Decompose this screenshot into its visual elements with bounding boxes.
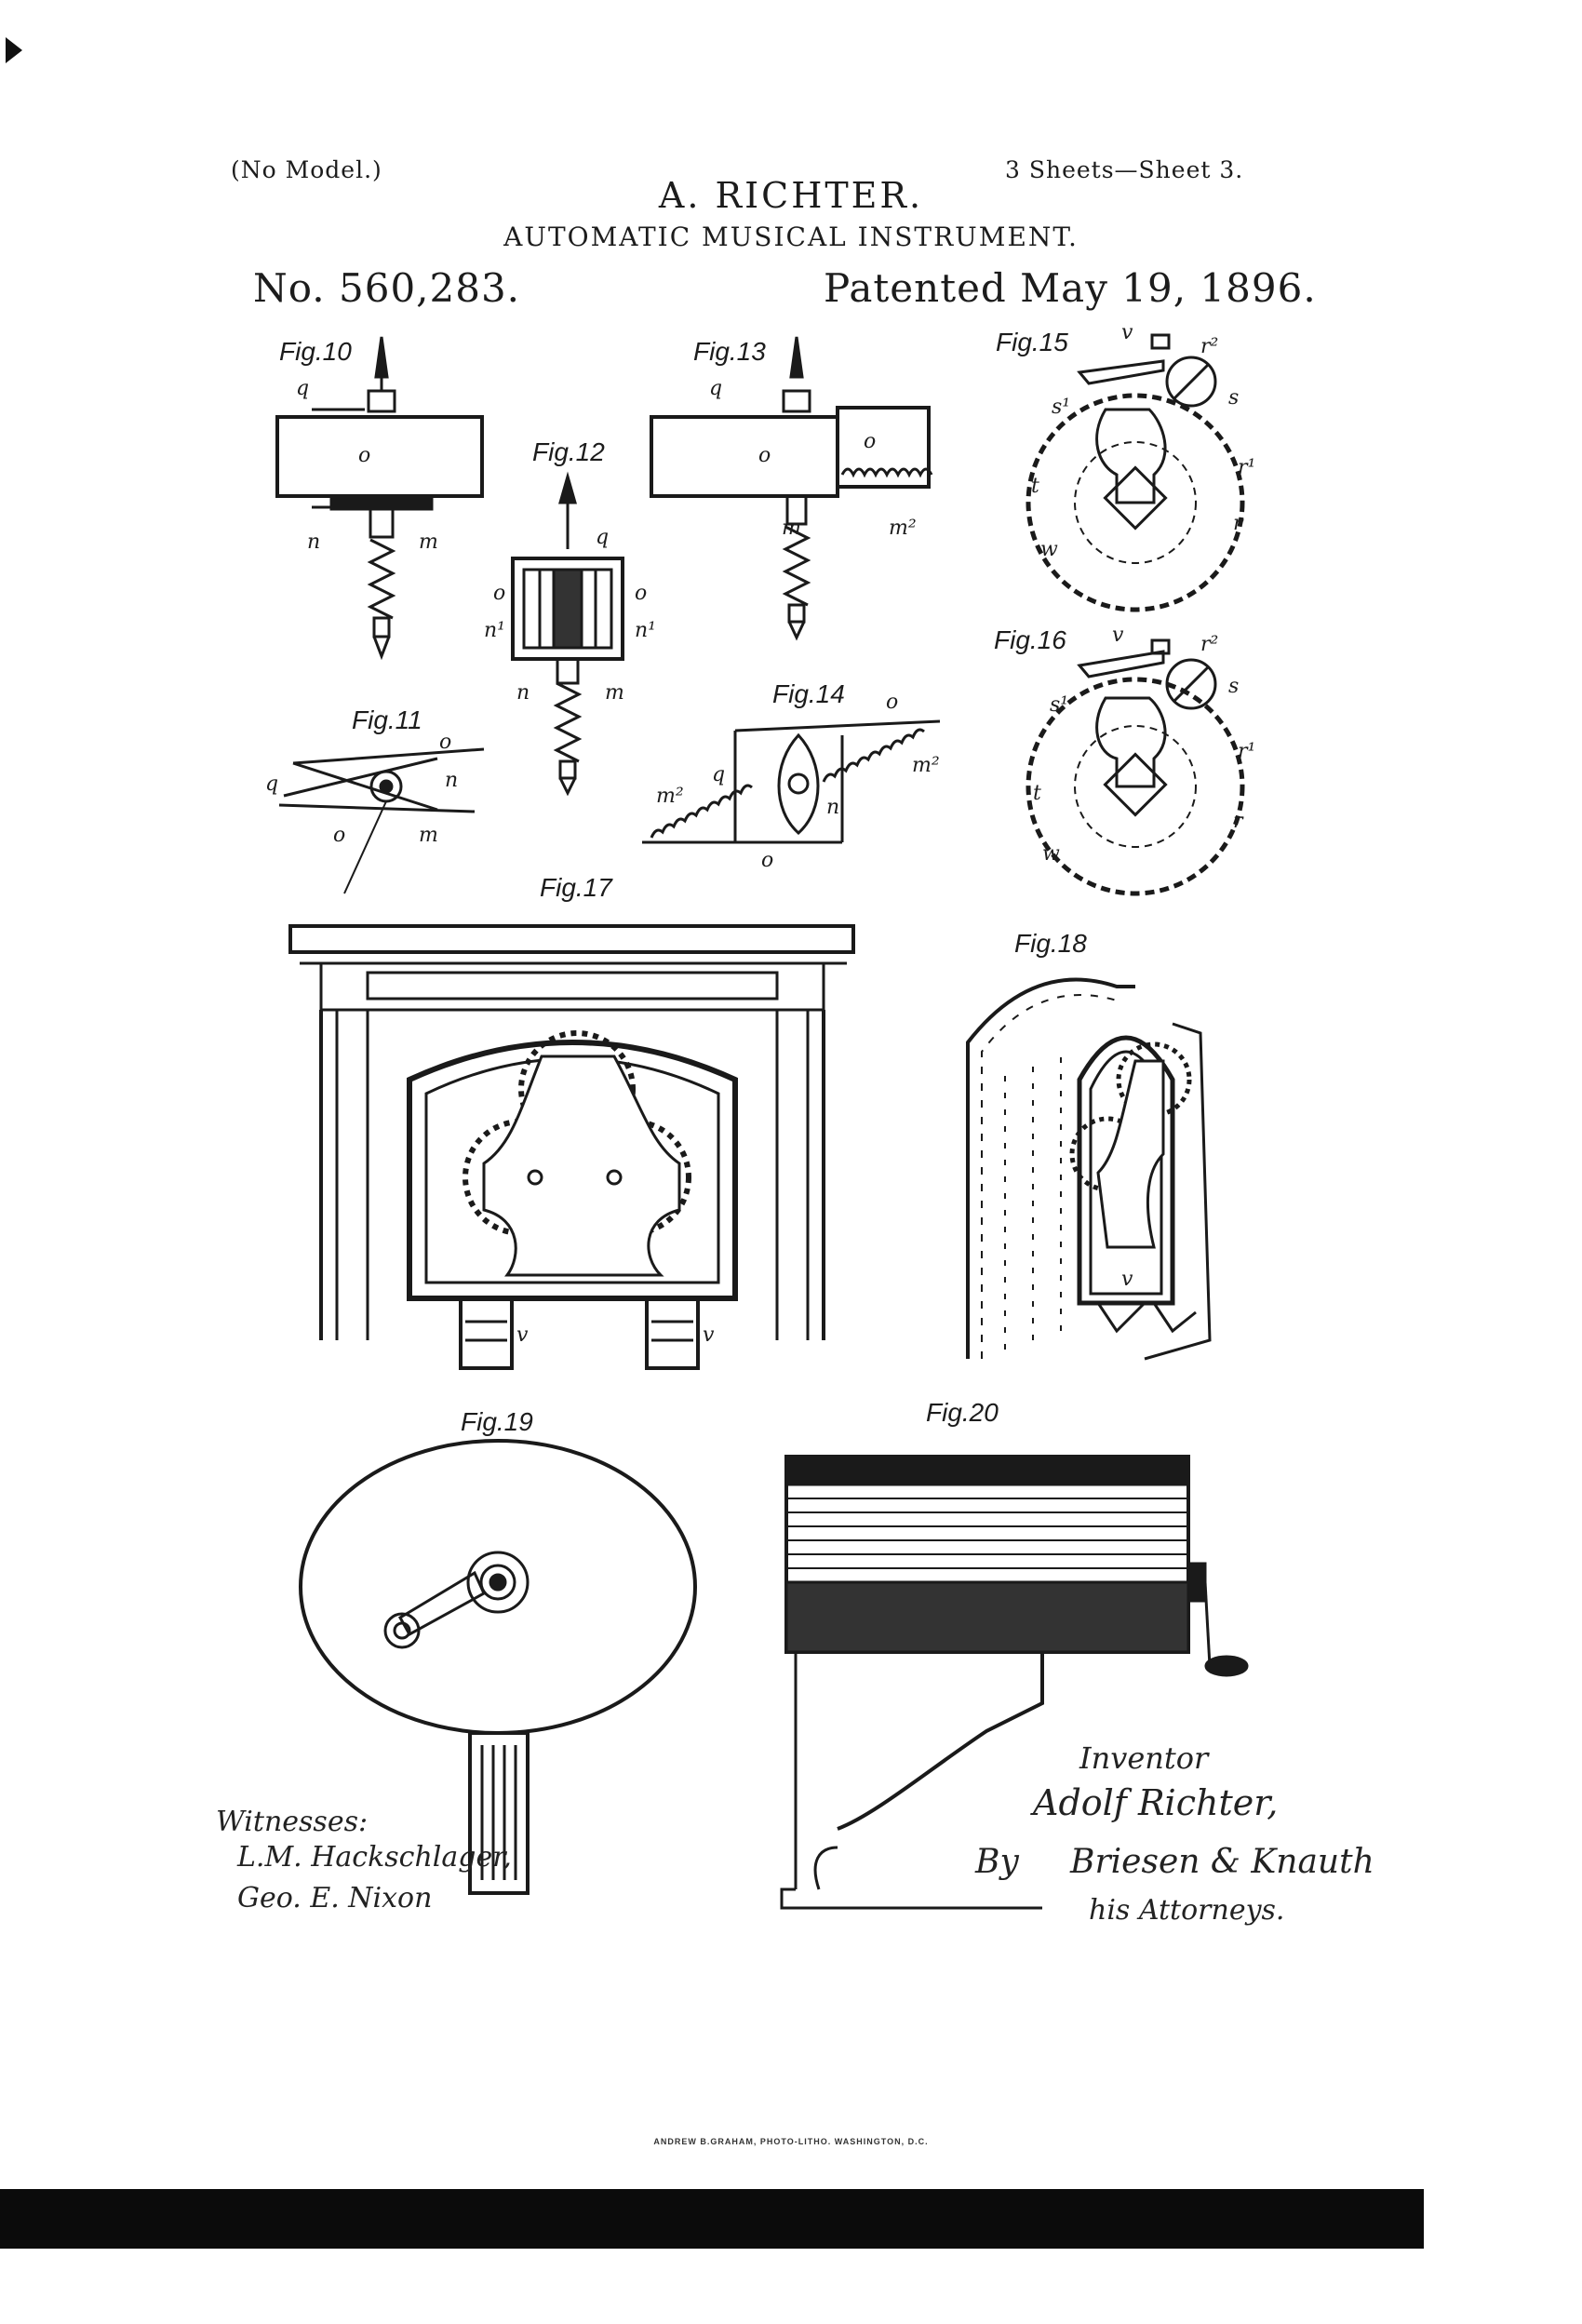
part-label-o: o [758, 444, 771, 467]
part-label-s1: s¹ [1052, 396, 1071, 419]
part-label-n1: n¹ [484, 619, 505, 642]
part-label-q: q [265, 772, 279, 796]
part-label-q: q [596, 526, 610, 549]
scan-border-bar [0, 2189, 1424, 2249]
part-label-o: o [761, 849, 774, 872]
fig16-drawing [1026, 638, 1245, 896]
fig17-label: Fig.17 [540, 873, 612, 902]
part-label-o: o [886, 691, 899, 714]
part-label-r: r [1233, 512, 1243, 535]
patent-number: No. 560,283. [253, 265, 521, 311]
fig13-label: Fig.13 [693, 337, 766, 366]
part-label-v: v [516, 1323, 529, 1347]
part-label-o: o [439, 731, 452, 754]
part-label-r1: r¹ [1238, 456, 1256, 479]
witness-1-signature: L.M. Hackschlager, [237, 1841, 512, 1874]
part-label-o: o [493, 582, 506, 605]
part-label-q: q [712, 763, 726, 786]
inventor-signature: Adolf Richter, [1033, 1782, 1279, 1823]
part-label-w: w [1040, 538, 1058, 561]
witnesses-label: Witnesses: [216, 1806, 369, 1838]
part-label-m2: m² [889, 517, 917, 540]
patent-date: Patented May 19, 1896. [824, 265, 1317, 311]
part-label-n: n [307, 531, 321, 554]
part-label-v: v [1121, 321, 1133, 344]
fig12-drawing [511, 471, 624, 797]
fig14-label: Fig.14 [772, 679, 845, 708]
fig10-label: Fig.10 [279, 337, 352, 366]
sheet-number: 3 Sheets—Sheet 3. [1005, 156, 1244, 183]
fig16-label: Fig.16 [994, 625, 1066, 654]
part-label-m: m [419, 531, 438, 554]
part-label-t: t [1031, 475, 1039, 498]
part-label-m: m [419, 824, 438, 847]
printer-imprint: ANDREW B.GRAHAM, PHOTO-LITHO. WASHINGTON… [653, 2137, 929, 2146]
witness-2-signature: Geo. E. Nixon [237, 1882, 433, 1914]
fig18-drawing [966, 977, 1212, 1361]
part-label-r2: r² [1200, 335, 1219, 358]
fig15-label: Fig.15 [996, 328, 1068, 356]
part-label-m2: m² [656, 785, 684, 808]
fig11-label: Fig.11 [352, 705, 422, 734]
corner-mark [6, 37, 22, 63]
part-label-r2: r² [1200, 633, 1219, 656]
fig10-drawing [275, 336, 484, 661]
part-label-o: o [864, 430, 877, 453]
part-label-q: q [709, 377, 723, 400]
part-label-o: o [635, 582, 648, 605]
part-label-r1: r¹ [1238, 740, 1256, 763]
part-label-n: n [445, 769, 459, 792]
part-label-n: n [826, 796, 840, 819]
part-label-w: w [1042, 842, 1060, 866]
fig11-drawing [278, 747, 485, 894]
attorneys-signature: Briesen & Knauth [1070, 1843, 1374, 1881]
part-label-r: r [1233, 810, 1243, 833]
part-label-s: s [1228, 386, 1240, 410]
fig18-label: Fig.18 [1014, 929, 1087, 958]
fig12-label: Fig.12 [532, 437, 605, 466]
fig14-drawing [642, 719, 941, 844]
part-label-n1: n¹ [635, 619, 656, 642]
part-label-v: v [1121, 1268, 1133, 1291]
part-label-m: m [782, 517, 801, 540]
part-label-m: m [605, 681, 624, 705]
part-label-v: v [703, 1323, 715, 1347]
by-label: By [975, 1843, 1019, 1881]
fig19-label: Fig.19 [461, 1407, 533, 1436]
inventor-name-heading: A. RICHTER. [658, 175, 924, 216]
inventor-label: Inventor [1079, 1740, 1209, 1776]
patent-title: AUTOMATIC MUSICAL INSTRUMENT. [503, 222, 1079, 252]
part-label-q: q [296, 377, 310, 400]
fig20-drawing [780, 1455, 1249, 1910]
part-label-m2: m² [912, 754, 940, 777]
part-label-v: v [1112, 624, 1124, 647]
fig13-drawing [650, 336, 933, 641]
part-label-n: n [516, 681, 530, 705]
part-label-o: o [333, 824, 346, 847]
fig19-drawing [299, 1439, 697, 1895]
fig17-drawing [288, 924, 855, 1370]
part-label-s: s [1228, 675, 1240, 698]
fig20-label: Fig.20 [926, 1398, 999, 1427]
attorneys-label: his Attorneys. [1089, 1894, 1285, 1927]
part-label-o: o [358, 444, 371, 467]
part-label-s1: s¹ [1050, 693, 1069, 717]
no-model-note: (No Model.) [231, 156, 382, 183]
fig15-drawing [1026, 333, 1245, 612]
part-label-t: t [1033, 782, 1041, 805]
